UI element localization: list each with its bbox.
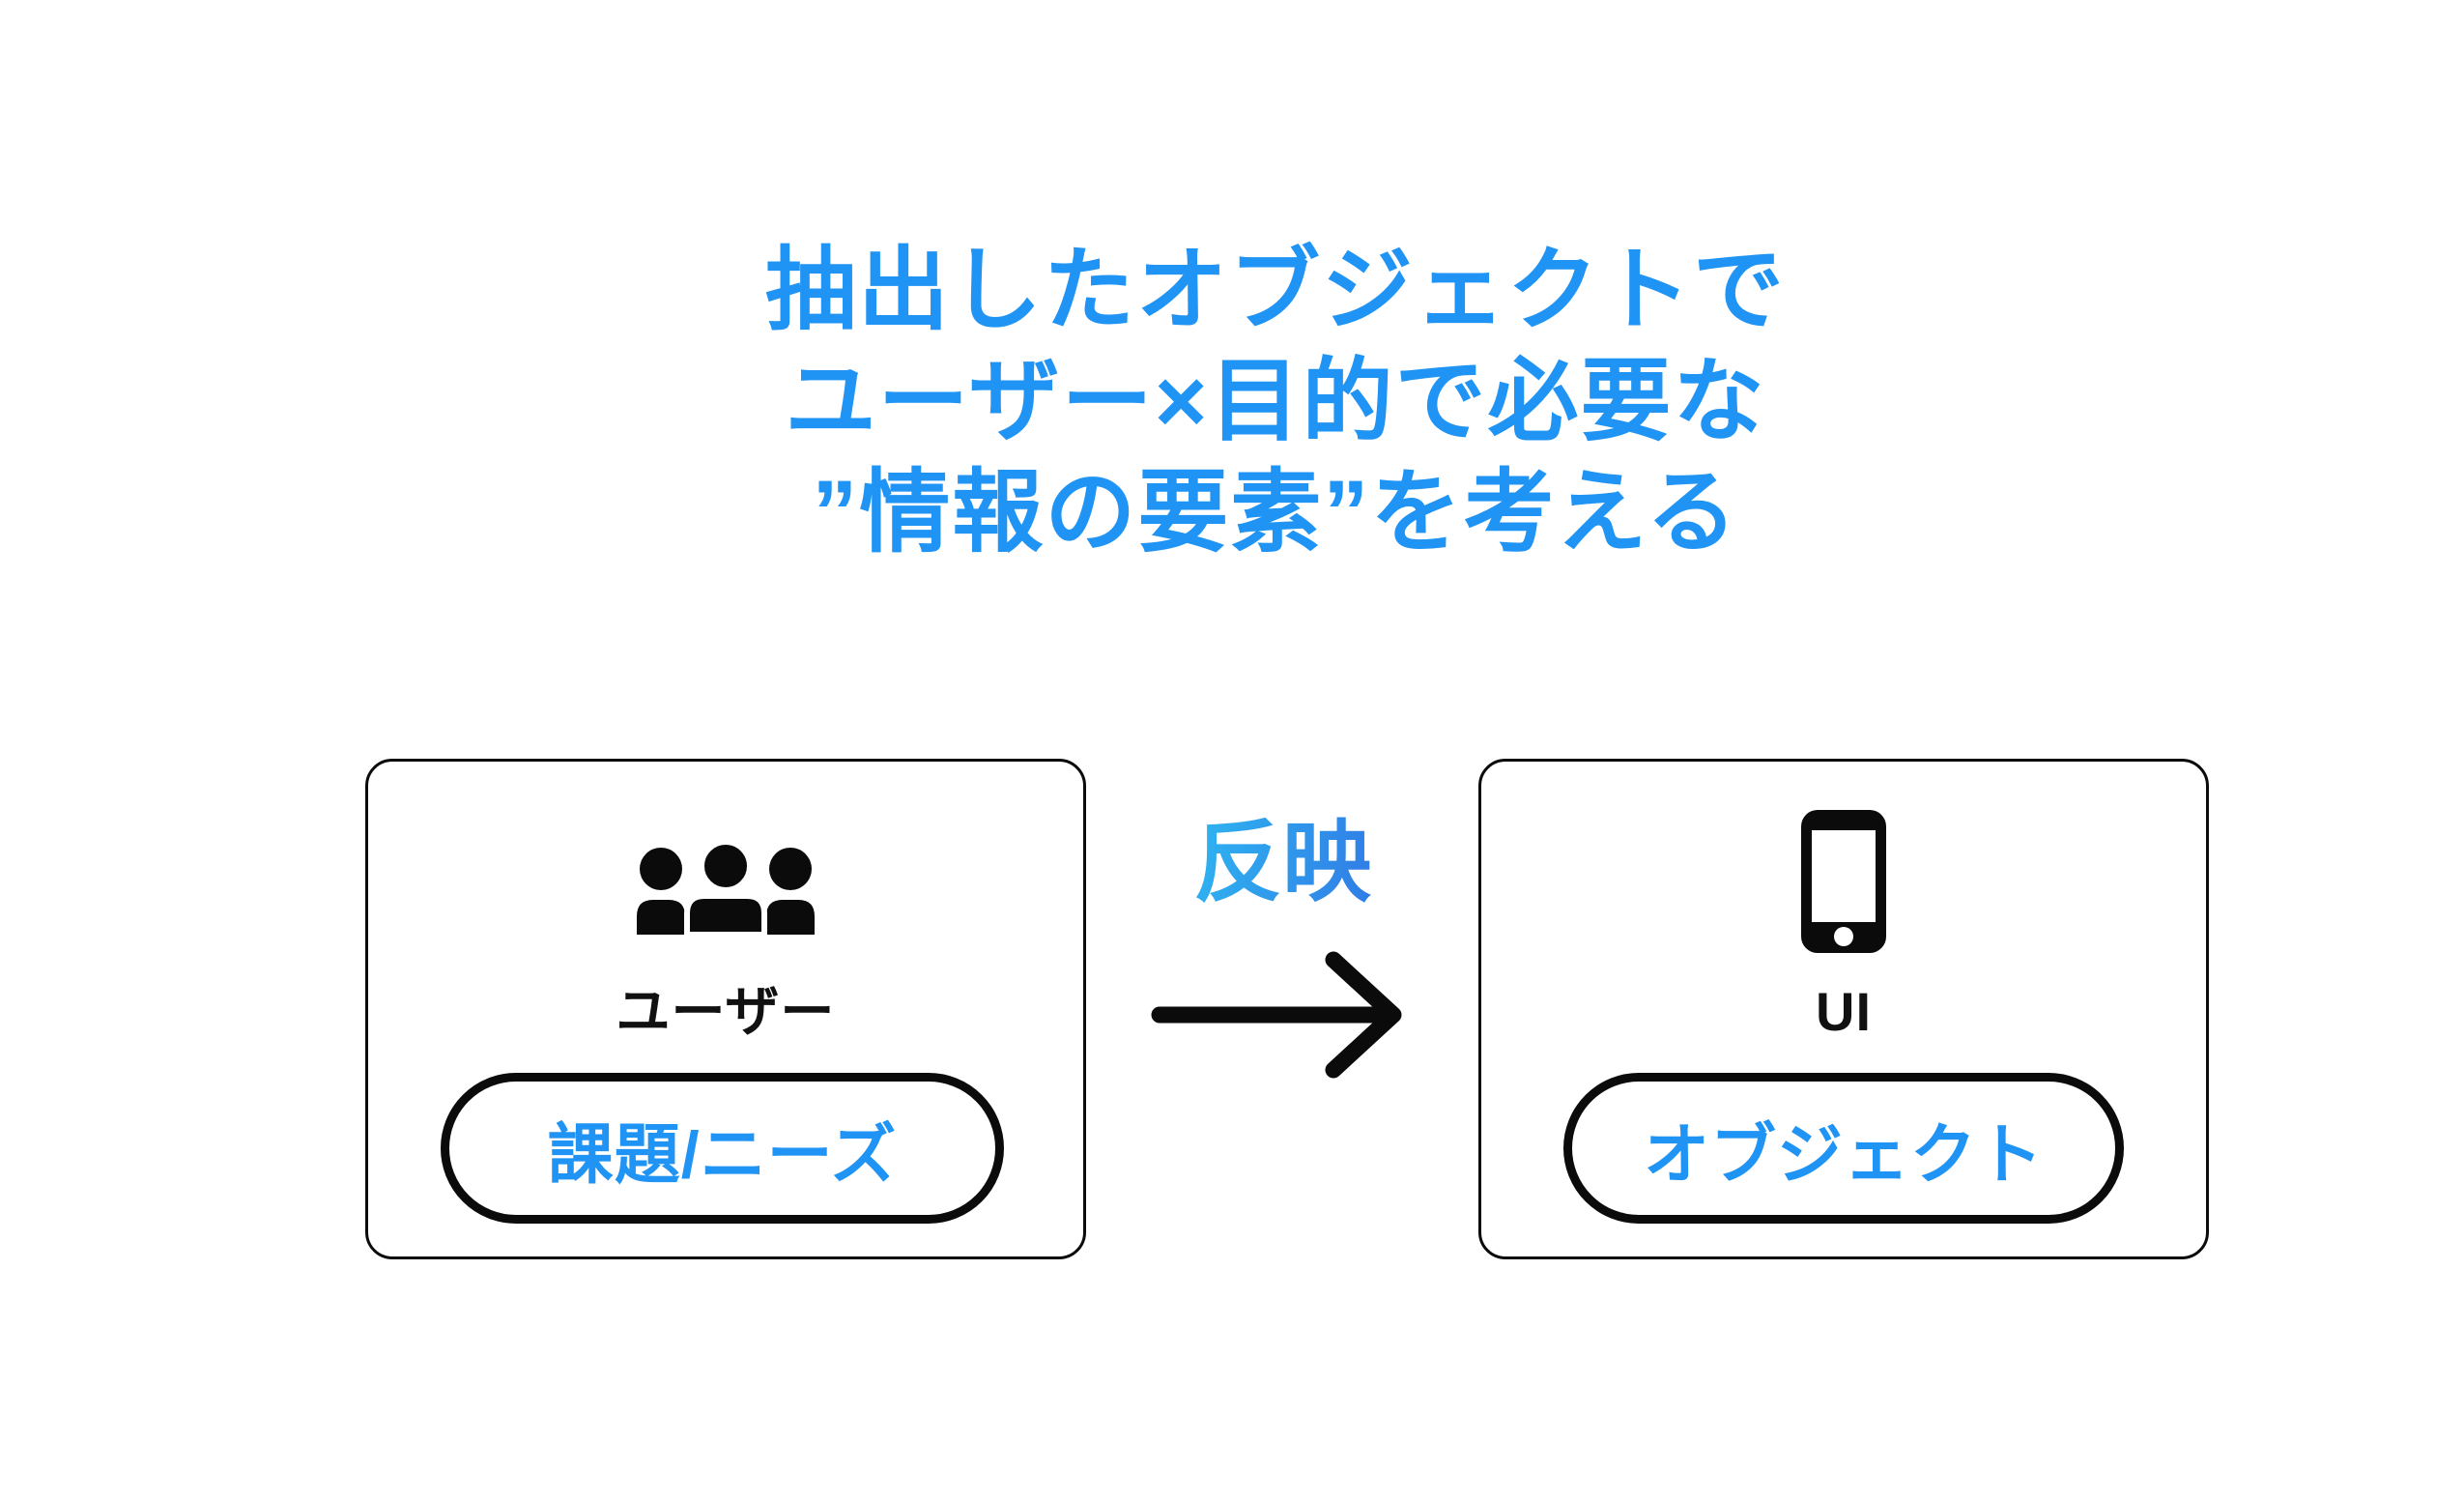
heading-line-3: ”情報の要素”を考える [812, 461, 1739, 563]
ui-box-label: UI [1816, 981, 1872, 1042]
heading-line-1: 抽出したオブジェクトで [764, 239, 1786, 340]
ui-box: UI オブジェクト [1478, 759, 2209, 1259]
user-box: ユーザー 課題/ニーズ [365, 759, 1086, 1259]
needs-pill-label: 課題/ニーズ [547, 1117, 898, 1192]
object-pill: オブジェクト [1563, 1073, 2124, 1224]
page-title: 抽出したオブジェクトで ユーザー×目的で必要な ”情報の要素”を考える [43, 234, 2464, 567]
smartphone-icon [1801, 810, 1886, 953]
arrow-label: 反映 [1147, 817, 1418, 909]
user-box-label: ユーザー [616, 981, 836, 1042]
object-pill-label: オブジェクト [1643, 1117, 2044, 1192]
needs-pill: 課題/ニーズ [441, 1073, 1004, 1224]
arrow-right-icon [1151, 951, 1402, 1079]
users-group-icon [637, 843, 815, 935]
heading-line-2: ユーザー×目的で必要な [785, 350, 1766, 451]
